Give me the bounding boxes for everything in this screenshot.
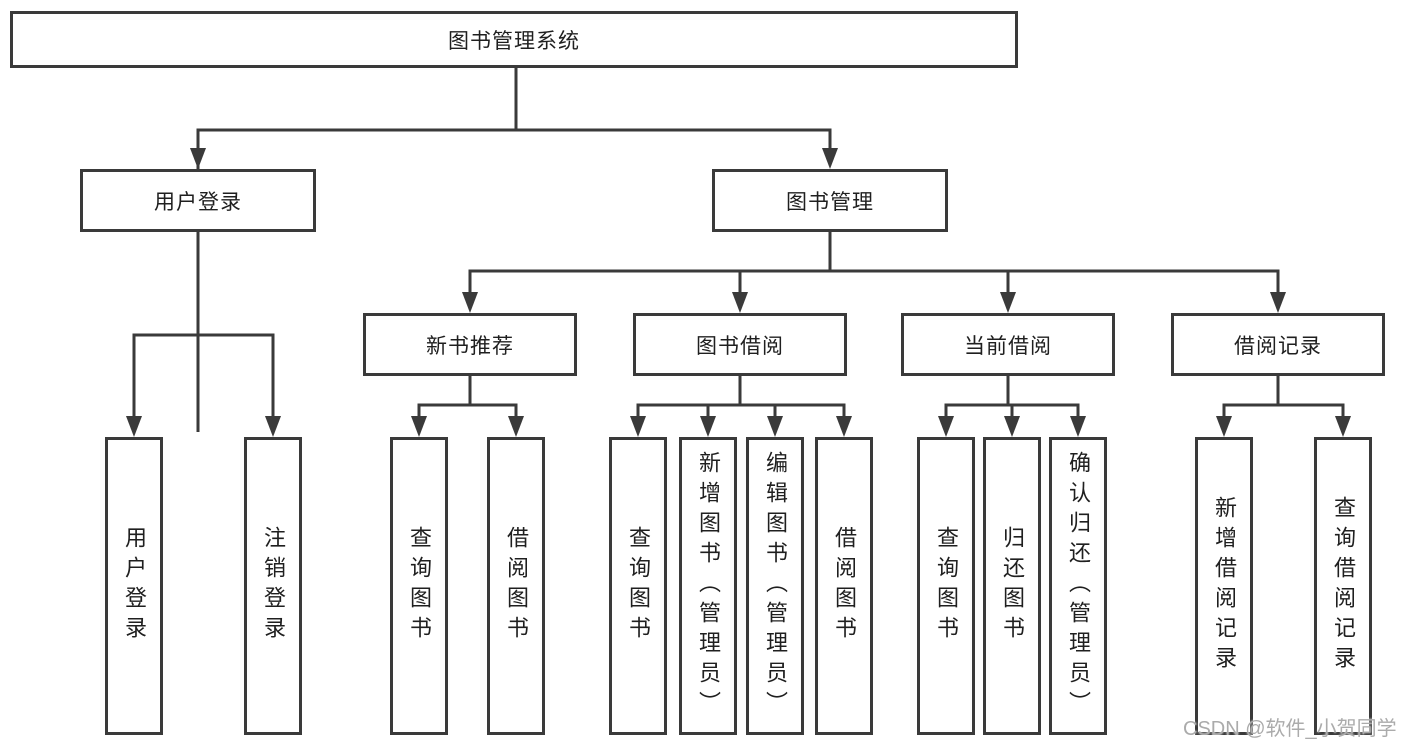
node-borrow-records: 借阅记录 [1171,313,1385,376]
node-new-book-rec-label: 新书推荐 [426,334,514,358]
node-leaf-borrow-book-2-label: 借阅图书 [832,526,857,646]
node-leaf-user-login-label: 用户登录 [122,526,147,646]
node-leaf-query-book-2-label: 查询图书 [626,526,651,646]
node-leaf-logout: 注销登录 [244,437,302,735]
connector-root-to-level2 [196,68,832,432]
watermark: CSDN @软件_小贺同学 [1183,718,1397,740]
node-leaf-confirm-return: 确认归还（管理员） [1049,437,1107,735]
node-leaf-add-book-label: 新增图书（管理员） [696,451,721,721]
node-root-label: 图书管理系统 [448,29,580,53]
arrowheads [126,148,1351,437]
node-leaf-query-book-2: 查询图书 [609,437,667,735]
node-user-login: 用户登录 [80,169,316,232]
connector-borrowrecords-to-leaves [1222,376,1345,432]
node-leaf-confirm-return-label: 确认归还（管理员） [1066,451,1091,721]
node-book-borrow-label: 图书借阅 [696,334,784,358]
node-leaf-logout-label: 注销登录 [261,526,286,646]
node-book-mgmt-label: 图书管理 [786,190,874,214]
node-leaf-query-book-3-label: 查询图书 [934,526,959,646]
node-borrow-records-label: 借阅记录 [1234,334,1322,358]
node-leaf-add-record: 新增借阅记录 [1195,437,1253,735]
node-leaf-borrow-book-1: 借阅图书 [487,437,545,735]
node-root: 图书管理系统 [10,11,1018,68]
connector-bookmgmt-to-level3 [468,232,1280,307]
node-user-login-label: 用户登录 [154,190,242,214]
connector-bookborrow-to-leaves [636,376,846,432]
node-leaf-query-book-1: 查询图书 [390,437,448,735]
connector-userlogin-to-leaves [132,232,275,432]
connector-newbookrec-to-leaves [417,376,518,432]
node-leaf-borrow-book-1-label: 借阅图书 [504,526,529,646]
node-leaf-query-book-1-label: 查询图书 [407,526,432,646]
node-book-borrow: 图书借阅 [633,313,847,376]
node-leaf-query-record-label: 查询借阅记录 [1331,496,1356,676]
node-leaf-borrow-book-2: 借阅图书 [815,437,873,735]
node-leaf-query-book-3: 查询图书 [917,437,975,735]
node-leaf-user-login: 用户登录 [105,437,163,735]
node-leaf-add-book: 新增图书（管理员） [679,437,737,735]
node-current-borrow-label: 当前借阅 [964,334,1052,358]
node-leaf-query-record: 查询借阅记录 [1314,437,1372,735]
node-leaf-return-book: 归还图书 [983,437,1041,735]
node-leaf-edit-book: 编辑图书（管理员） [746,437,804,735]
node-book-mgmt: 图书管理 [712,169,948,232]
node-leaf-add-record-label: 新增借阅记录 [1212,496,1237,676]
node-current-borrow: 当前借阅 [901,313,1115,376]
node-leaf-return-book-label: 归还图书 [1000,526,1025,646]
node-new-book-rec: 新书推荐 [363,313,577,376]
node-leaf-edit-book-label: 编辑图书（管理员） [763,451,788,721]
